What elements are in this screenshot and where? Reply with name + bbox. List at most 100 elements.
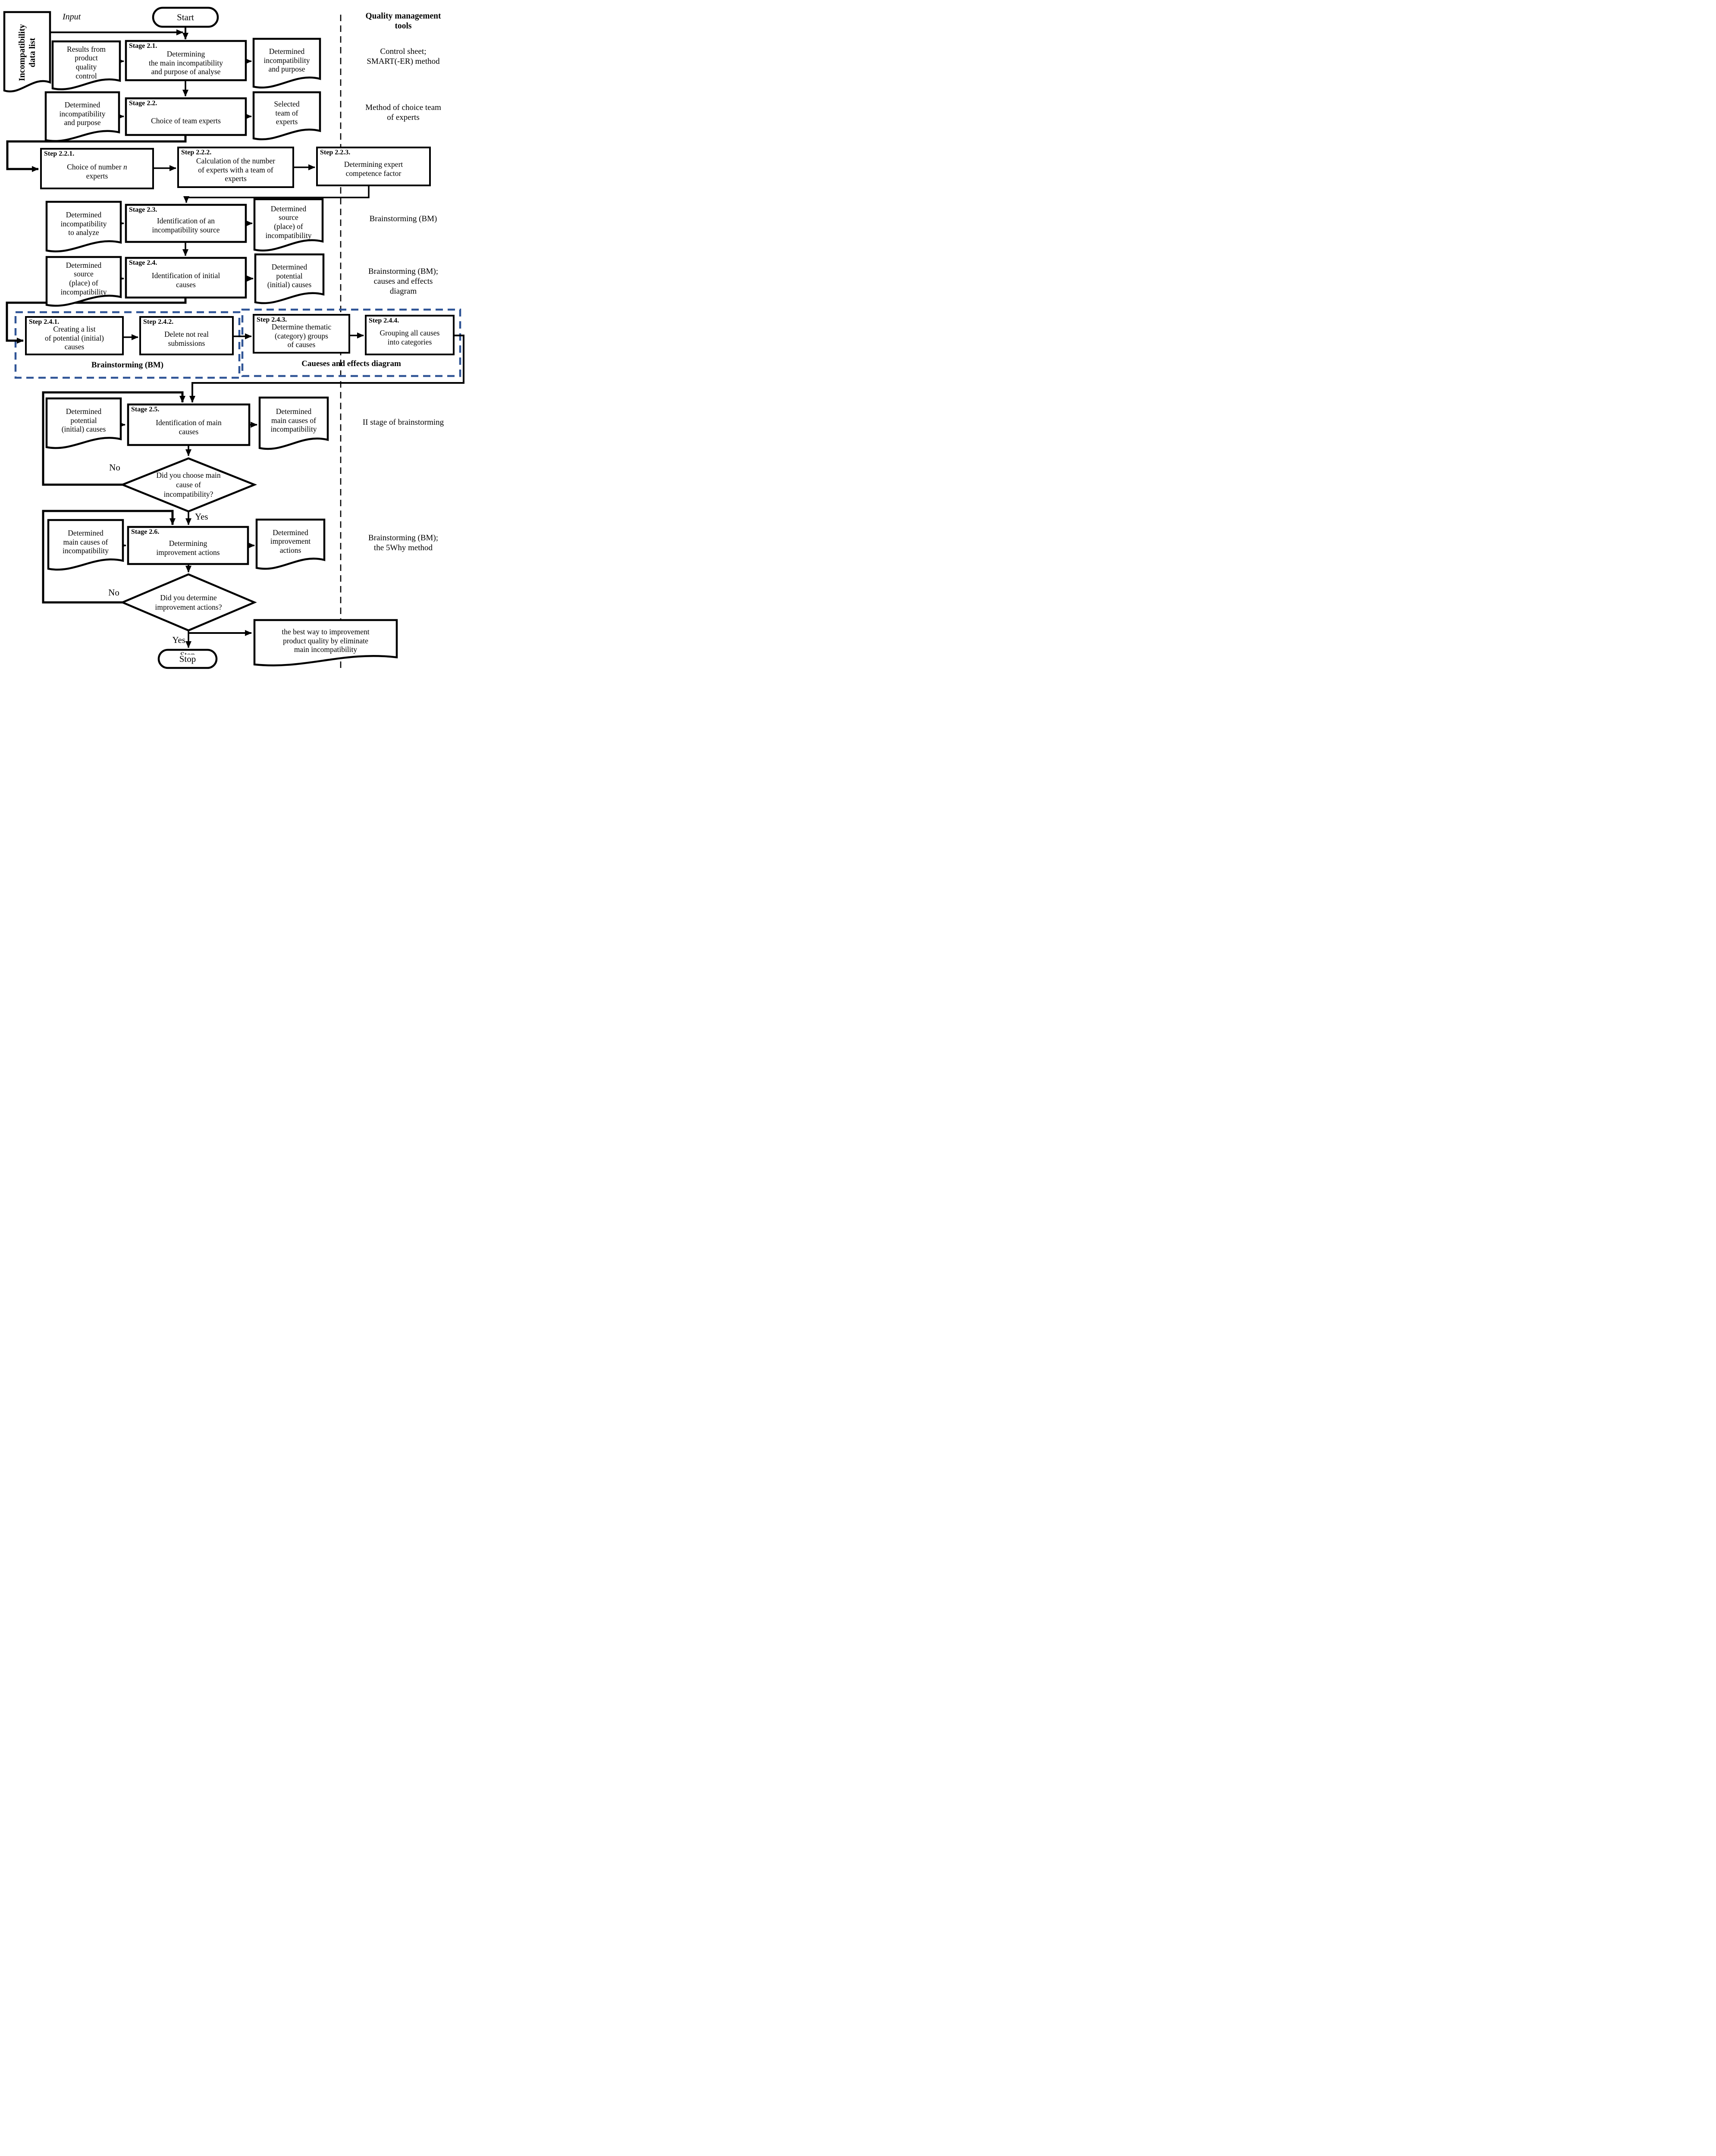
tool-method-choice-team: Method of choice team of experts	[365, 103, 441, 122]
decision1-no-label: No	[109, 462, 120, 473]
doc-det-main-out-label: Determined main causes of incompatibilit…	[270, 407, 317, 434]
decision2-diamond	[120, 573, 257, 632]
stage23-body: Identification of an incompatibility sou…	[152, 216, 220, 234]
group-frame-brainstorming	[14, 311, 241, 379]
doc-det-source-in-label: Determined source (place) of incompatibi…	[60, 260, 107, 296]
step221-tag: Step 2.2.1.	[44, 150, 75, 157]
stage21-body: Determining the main incompatibility and…	[148, 50, 223, 76]
flowchart-graphics	[3, 6, 464, 671]
doc-selected-team-label: Selected team of experts	[274, 100, 300, 126]
start-label: Start	[177, 12, 194, 22]
doc-det-main-out-shape	[258, 396, 329, 450]
doc-det-main-in-label: Determined main causes of incompatibilit…	[63, 529, 109, 555]
stage21-tag: Stage 2.1.	[129, 42, 157, 50]
step242-box	[139, 316, 234, 355]
tool-brainstorming-causes-effects: Brainstorming (BM); causes and effects d…	[368, 267, 439, 296]
stage25-tag: Stage 2.5.	[131, 406, 160, 413]
step242-tag: Step 2.4.2.	[143, 318, 174, 326]
connectors	[6, 27, 464, 648]
step244-body: Grouping all causes into categories	[380, 329, 440, 346]
step243-box	[253, 314, 350, 354]
step244-box	[365, 315, 455, 355]
doc-det-potential-in-label: Determined potential (initial) causes	[61, 407, 106, 434]
doc-det-source-in-shape	[45, 256, 122, 307]
stop-label: Stop	[179, 653, 196, 664]
stage21-box	[125, 40, 247, 81]
decision1-diamond	[119, 457, 257, 513]
doc-results-shape	[51, 40, 121, 91]
decision2-yes-label: Yes	[172, 635, 185, 645]
arrow-no-loop-to-stage25	[42, 391, 185, 486]
doc-det-incomp-purpose-out-shape	[252, 38, 321, 89]
doc-det-source-out-label: Determined source (place) of incompatibi…	[265, 204, 312, 240]
doc-best-way-label: the best way to improvement product qual…	[282, 627, 370, 654]
doc-det-incomp-analyze-shape	[45, 201, 122, 253]
step241-tag: Step 2.4.1.	[29, 318, 60, 326]
decision1-question: Did you choose main cause of incompatibi…	[156, 471, 221, 498]
arrow-no-loop-to-stage26	[42, 510, 176, 604]
doc-det-improvement-label: Determined improvement actions	[270, 528, 311, 555]
tool-brainstorming-5why: Brainstorming (BM); the 5Why method	[368, 533, 439, 553]
group-label-causes-effects: Caueses and effects diagram	[301, 359, 401, 368]
doc-results-label: Results from product quality control	[67, 44, 106, 80]
doc-det-potential-in-shape	[45, 397, 122, 449]
decision2-question: Did you determine improvement actions?	[155, 593, 222, 611]
step221-body: Choice of number n experts	[41, 156, 153, 187]
stage26-box	[127, 526, 249, 565]
step223-tag: Step 2.2.3.	[320, 149, 351, 156]
doc-selected-team-shape	[252, 91, 321, 141]
doc-incompatibility-data-list: Incompatibility data list	[4, 12, 50, 93]
stage22-tag: Stage 2.2.	[129, 100, 157, 107]
step243-tag: Step 2.4.3.	[257, 316, 287, 323]
doc-det-incomp-purpose-out-label: Determined incompatibility and purpose	[264, 47, 310, 74]
stage22-body: Choice of team experts	[151, 116, 221, 125]
stage23-box	[125, 204, 247, 243]
doc-incompatibility-data-list-shape	[3, 11, 51, 93]
stage25-box	[127, 403, 251, 446]
doc-det-improvement-shape	[255, 518, 326, 570]
doc-det-main-in-shape	[47, 519, 124, 571]
doc-best-way-shape	[253, 619, 398, 667]
italic-n: n	[123, 163, 127, 172]
step222-body: Calculation of the number of experts wit…	[196, 157, 276, 183]
doc-incompatibility-data-list-label: Incompatibility data list	[17, 24, 37, 81]
step241-body: Creating a list of potential (initial) c…	[44, 325, 104, 351]
doc-det-incomp-analyze-label: Determined incompatibility to analyze	[60, 210, 107, 237]
decision1-yes-label: Yes	[195, 511, 208, 522]
arrow-stage24-to-step241	[6, 298, 187, 344]
doc-det-incomp-purpose-in-label: Determined incompatibility and purpose	[59, 100, 106, 127]
start-terminator-shape	[152, 6, 219, 28]
step244-tag: Step 2.4.4.	[369, 317, 399, 324]
step221-body-text: Choice of number n experts	[67, 163, 127, 180]
stop-terminator-shape	[157, 649, 218, 669]
input-label: Input	[63, 12, 81, 22]
stage23-tag: Stage 2.3.	[129, 206, 157, 213]
step221-box	[40, 148, 154, 189]
group-label-brainstorming: Brainstorming (BM)	[91, 360, 164, 370]
step222-box	[177, 147, 294, 188]
doc-det-potential-out-shape	[254, 253, 325, 304]
stage25-body: Identification of main causes	[156, 418, 222, 436]
tool-second-stage-brainstorming: II stage of brainstorming	[362, 418, 444, 427]
stage24-body: Identification of initial causes	[151, 271, 220, 289]
decision2-no-label: No	[108, 587, 119, 598]
tools-column-title: Quality management tools	[365, 12, 441, 31]
arrow-step244-to-stage25	[189, 335, 464, 403]
tool-control-sheet-smart: Control sheet; SMART(-ER) method	[367, 47, 440, 66]
stop-clipped-text: Stop	[159, 651, 216, 655]
doc-det-potential-out-label: Determined potential (initial) causes	[267, 263, 312, 289]
stage24-box	[125, 257, 247, 299]
flowchart-page: Input Start Incompatibility data list Re…	[0, 0, 466, 671]
doc-det-incomp-purpose-in-shape	[44, 91, 120, 142]
step241-box	[25, 316, 124, 355]
arrow-stage22-to-step221	[6, 135, 187, 172]
stage26-body: Determining improvement actions	[156, 539, 220, 557]
process-boxes	[25, 40, 455, 565]
stage22-box	[125, 97, 247, 136]
step223-box	[316, 147, 431, 186]
arrow-step223-to-stage23	[183, 185, 370, 203]
stage26-tag: Stage 2.6.	[131, 528, 160, 536]
step242-body: Delete not real submissions	[164, 330, 209, 348]
stage24-tag: Stage 2.4.	[129, 259, 157, 266]
doc-det-source-out-shape	[253, 198, 324, 252]
